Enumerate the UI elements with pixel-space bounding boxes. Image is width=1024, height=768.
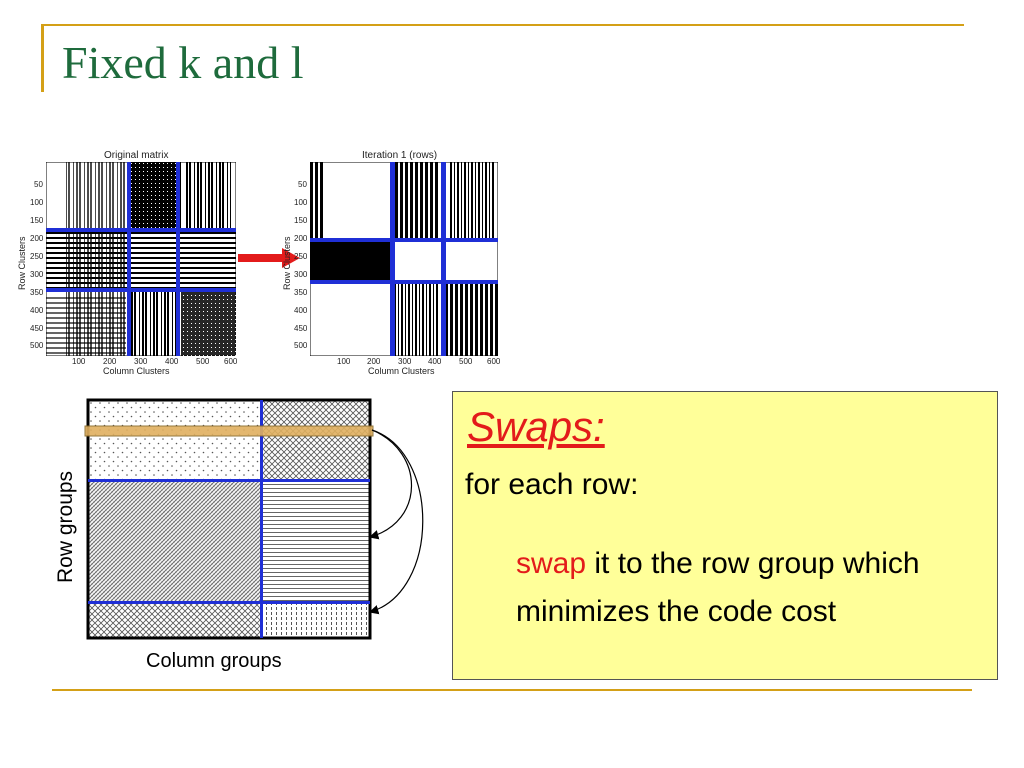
right-ytick: 100 — [294, 198, 308, 207]
row-groups-label: Row groups — [54, 470, 77, 583]
transition-arrow — [238, 248, 300, 268]
swap-keyword: swap — [516, 547, 587, 580]
left-xtick: 100 — [72, 357, 86, 366]
swap-rest: it to the row group which minimizes the … — [516, 547, 920, 628]
swaps-heading: Swaps: — [467, 403, 605, 450]
left-ytick: 300 — [30, 270, 44, 279]
left-xtick: 300 — [134, 357, 148, 366]
left-xtick: 600 — [224, 357, 238, 366]
right-ylabel: Row Clusters — [282, 236, 292, 290]
right-xtick: 500 — [459, 357, 473, 366]
swaps-body: swap it to the row group which minimizes… — [516, 540, 986, 636]
right-ytick: 200 — [294, 234, 308, 243]
left-ytick: 450 — [30, 324, 44, 333]
swaps-callout: Swaps: for each row: swap it to the row … — [452, 391, 998, 680]
right-matrix-title: Iteration 1 (rows) — [362, 150, 438, 161]
title-top-rule — [41, 24, 964, 26]
slide-title: Fixed k and l — [62, 37, 304, 88]
right-ytick: 500 — [294, 341, 308, 350]
left-ytick: 100 — [30, 198, 44, 207]
left-ytick: 150 — [30, 216, 44, 225]
left-ytick: 50 — [34, 180, 43, 189]
right-matrix-plot — [310, 162, 498, 356]
right-xtick: 600 — [487, 357, 501, 366]
right-ytick: 250 — [294, 252, 308, 261]
left-ytick: 400 — [30, 306, 44, 315]
right-xtick: 300 — [398, 357, 412, 366]
bottom-rule — [52, 689, 972, 691]
title-side-rule — [41, 26, 44, 92]
swaps-line: for each row: — [465, 468, 639, 501]
right-ytick: 300 — [294, 270, 308, 279]
left-ytick: 350 — [30, 288, 44, 297]
left-matrix-plot — [46, 162, 236, 356]
left-xtick: 500 — [196, 357, 210, 366]
left-xtick: 200 — [103, 357, 117, 366]
right-ytick: 350 — [294, 288, 308, 297]
right-ytick: 50 — [298, 180, 307, 189]
right-xtick: 400 — [428, 357, 442, 366]
left-ytick: 500 — [30, 341, 44, 350]
right-ytick: 450 — [294, 324, 308, 333]
left-xtick: 400 — [165, 357, 179, 366]
right-ytick: 400 — [294, 306, 308, 315]
right-xtick: 200 — [367, 357, 381, 366]
group-diagram — [84, 398, 424, 640]
left-ytick: 250 — [30, 252, 44, 261]
right-xtick: 100 — [337, 357, 351, 366]
left-xlabel: Column Clusters — [103, 366, 170, 376]
left-matrix-title: Original matrix — [104, 150, 169, 161]
right-xlabel: Column Clusters — [368, 366, 435, 376]
left-ylabel: Row Clusters — [17, 236, 27, 290]
right-ytick: 150 — [294, 216, 308, 225]
left-ytick: 200 — [30, 234, 44, 243]
column-groups-label: Column groups — [146, 650, 282, 672]
